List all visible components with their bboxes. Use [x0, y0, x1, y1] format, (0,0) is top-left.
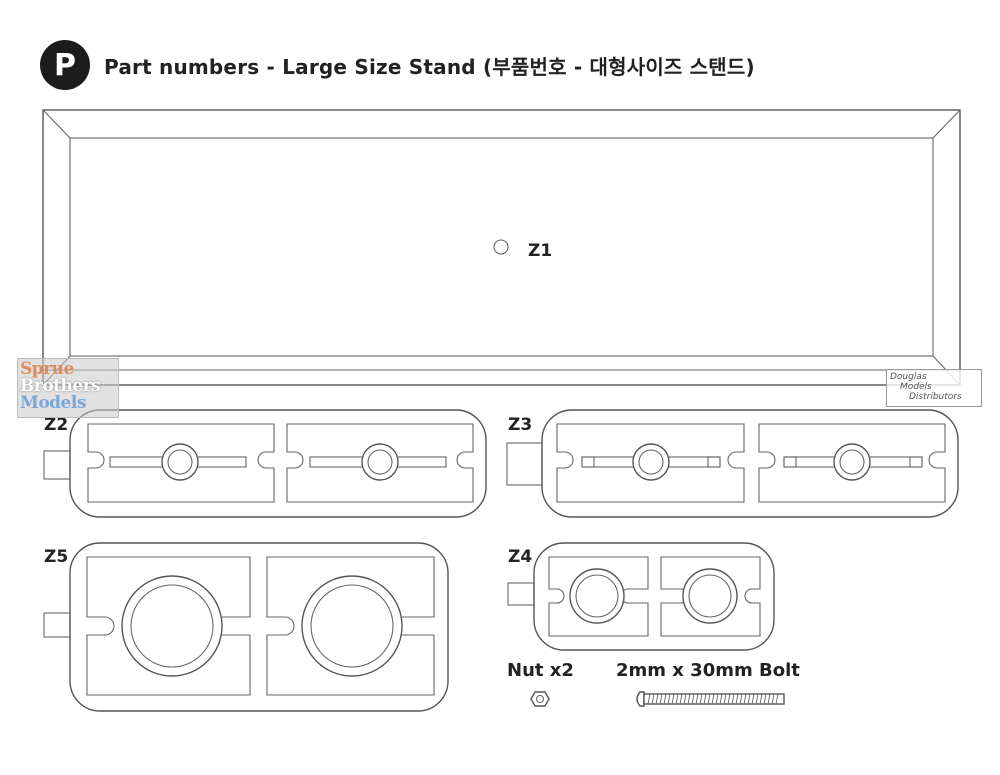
watermark-left-line3: Models — [20, 393, 86, 413]
z1-mount-hole — [493, 239, 509, 255]
bolt-label: 2mm x 30mm Bolt — [616, 660, 800, 681]
watermark-left-line2: Brothers — [20, 376, 101, 396]
part-z1-base-plate: Z1 — [42, 109, 961, 386]
part-label-z2: Z2 — [44, 415, 68, 435]
part-label-z3: Z3 — [508, 415, 532, 435]
watermark-sprue-brothers-logo: Sprue Brothers Models — [17, 358, 119, 418]
part-label-z4: Z4 — [508, 547, 532, 567]
part-z2-frame: Z2 — [43, 409, 487, 518]
part-label-z1: Z1 — [528, 241, 552, 261]
section-badge: P — [40, 40, 90, 90]
watermark-right-line1: Douglas — [890, 372, 927, 382]
bolt-drawing: 2mm x 30mm Bolt — [616, 660, 800, 707]
watermark-right-line2: Models — [900, 382, 932, 392]
nut-label: Nut x2 — [507, 660, 574, 681]
part-label-z5: Z5 — [44, 547, 68, 567]
part-z4-frame: Z4 — [507, 542, 775, 651]
part-z5-frame: Z5 — [43, 542, 449, 712]
page-title: Part numbers - Large Size Stand (부품번호 - … — [104, 54, 755, 79]
watermark-douglas-models-logo: Douglas Models Distributors — [886, 369, 982, 407]
nut-drawing: Nut x2 — [507, 660, 574, 707]
watermark-right-line3: Distributors — [909, 392, 962, 402]
page-header: P Part numbers - Large Size Stand (부품번호 … — [40, 40, 755, 90]
part-z3-frame: Z3 — [506, 409, 959, 518]
watermark-left-line1: Sprue — [20, 359, 74, 379]
